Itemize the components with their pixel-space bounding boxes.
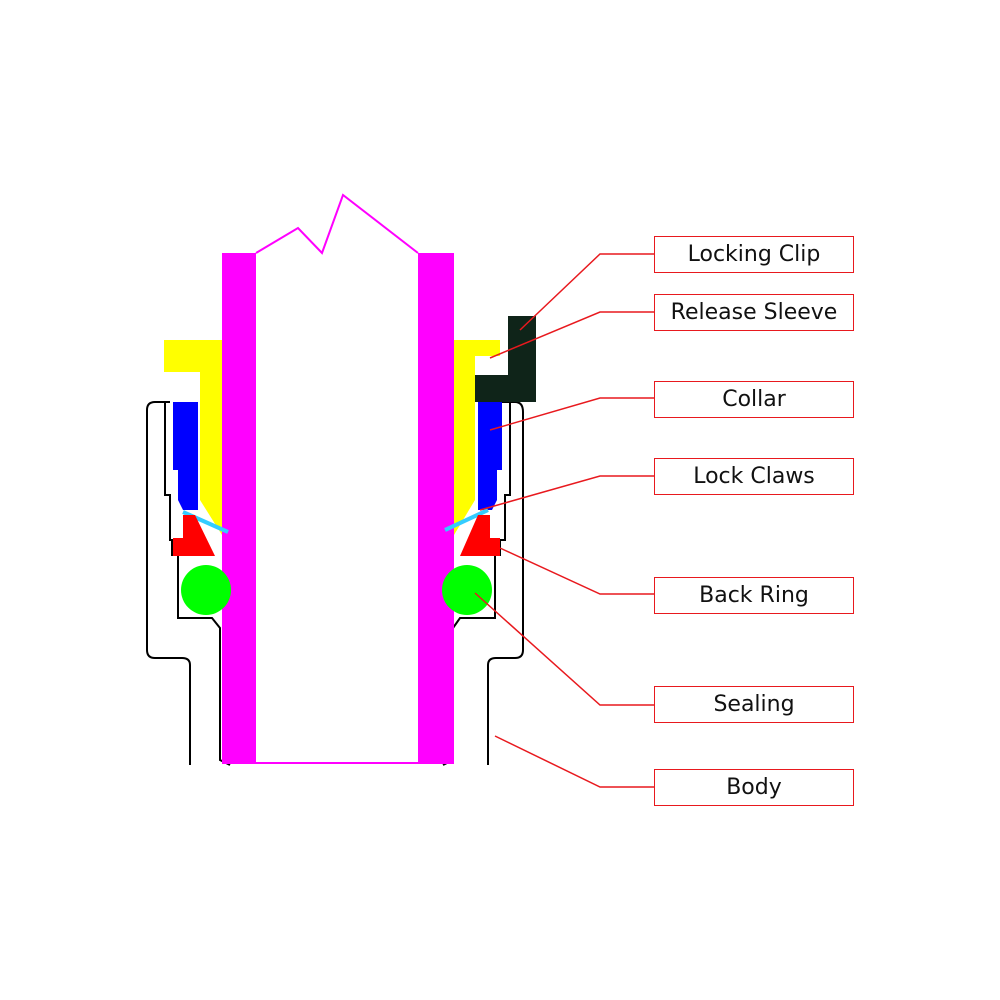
body-outline-right	[487, 401, 524, 765]
leader-locking-clip	[519, 253, 654, 331]
back-ring-left	[173, 515, 215, 556]
leader-back-ring	[499, 547, 654, 595]
leader-release-sleeve	[489, 311, 654, 359]
release-sleeve-left	[164, 340, 222, 535]
label-lock-claws: Lock Claws	[654, 458, 854, 495]
label-collar: Collar	[654, 381, 854, 418]
leader-body	[494, 735, 654, 788]
label-sealing: Sealing	[654, 686, 854, 723]
label-body: Body	[654, 769, 854, 806]
label-release-sleeve: Release Sleeve	[654, 294, 854, 331]
back-ring-right	[460, 515, 500, 556]
leader-sealing	[474, 592, 654, 706]
label-locking-clip: Locking Clip	[654, 236, 854, 273]
release-sleeve-right	[454, 340, 500, 535]
collar-right	[478, 402, 502, 510]
leader-lock-claws	[479, 475, 654, 511]
leader-collar	[489, 397, 654, 431]
collar-left	[173, 402, 198, 510]
sealing-ring-right	[442, 565, 492, 615]
tube-break-line	[255, 193, 419, 255]
locking-clip	[475, 316, 536, 402]
body-outline-left	[146, 401, 191, 765]
label-back-ring: Back Ring	[654, 577, 854, 614]
sealing-ring-left	[181, 565, 231, 615]
lock-claw-right	[444, 508, 489, 532]
tube-wall-left	[222, 253, 256, 763]
tube-wall-right	[418, 253, 454, 763]
